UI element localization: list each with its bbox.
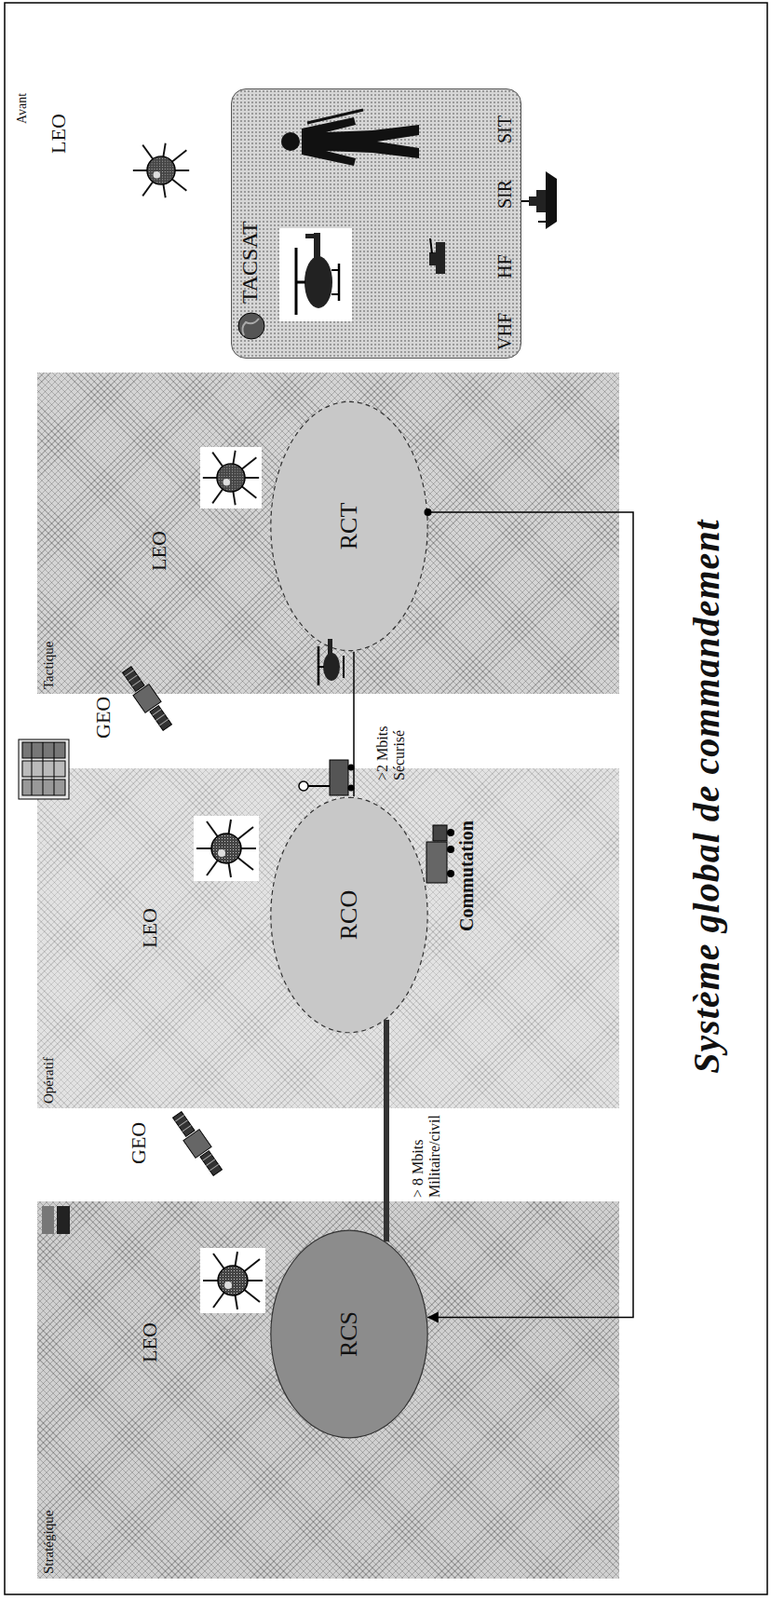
flag-icon <box>41 1205 70 1234</box>
text-slot: Opératif <box>40 1056 57 1104</box>
equipment-label: SIR <box>494 179 516 209</box>
label-slot: LEO <box>137 1322 162 1363</box>
bandwidth-label: >2 Mbits Sécurisé <box>374 703 409 781</box>
text-slot: HF <box>494 254 516 279</box>
label-slot: LEO <box>147 530 171 571</box>
connector <box>383 1019 390 1242</box>
edge-label-slot: >2 Mbits Sécurisé <box>374 703 409 781</box>
connector <box>427 512 634 1318</box>
text-slot: SIT <box>494 115 516 144</box>
helicopter-icon <box>279 228 352 322</box>
tank-icon <box>429 238 446 274</box>
text-slot: RCS <box>270 1229 429 1439</box>
label-slot: LEO <box>137 907 162 948</box>
orbit-label: LEO <box>137 1322 162 1363</box>
caption-slot: Système global de commandement <box>685 423 729 1169</box>
ellipse-shape <box>270 401 428 650</box>
label-slot: LEO <box>46 113 70 154</box>
orbit-label: LEO <box>137 907 162 948</box>
geo-satellite <box>169 1109 227 1178</box>
band-title: Tactique <box>40 641 57 690</box>
equipment-box: TACSAT VHF HF SIR SIT <box>230 88 522 359</box>
band-panel: Stratégique RCS <box>37 1201 620 1579</box>
label-slot: Avant <box>13 93 30 124</box>
label-slot: GEO <box>126 1122 150 1164</box>
text-slot: VHF <box>494 312 516 351</box>
band-title: Stratégique <box>40 1510 57 1574</box>
figure-caption: Système global de commandement <box>685 518 729 1074</box>
network-ellipse: RCO <box>270 796 429 1034</box>
soldier-icon <box>281 109 420 166</box>
leo-satellite <box>130 139 192 202</box>
leo-satellite <box>193 815 259 881</box>
band-panel: Opératif RCO <box>37 768 620 1109</box>
text-slot: Tactique <box>40 641 57 690</box>
band-title: Opératif <box>40 1056 57 1104</box>
ellipse-shape <box>270 797 428 1032</box>
text-slot: SIR <box>494 179 516 209</box>
region-label: Avant <box>14 93 30 124</box>
network-ellipse: RCT <box>270 400 429 652</box>
helicopter-icon <box>318 638 344 686</box>
equipment-label: TACSAT <box>237 220 264 304</box>
text-slot: Stratégique <box>40 1510 57 1574</box>
arrowhead <box>427 1312 439 1324</box>
label-slot: Commutation <box>456 820 478 932</box>
leo-satellite <box>200 1247 266 1313</box>
network-name: RCT <box>335 502 364 551</box>
network-ellipse: RCS <box>270 1229 429 1439</box>
antenna-vehicle-icon <box>298 759 355 796</box>
geo-satellite <box>119 663 176 733</box>
connector <box>352 651 355 797</box>
equipment-label: VHF <box>494 312 516 351</box>
text-slot: RCO <box>270 796 429 1034</box>
globe-icon <box>238 312 265 339</box>
computer-rack-icon <box>18 739 69 799</box>
orbit-label: LEO <box>46 113 70 154</box>
orbit-label: LEO <box>147 530 171 571</box>
ellipse-shape <box>270 1230 428 1438</box>
label-slot: GEO <box>91 696 115 739</box>
text-slot: RCT <box>270 400 429 652</box>
equipment-label: HF <box>494 254 516 279</box>
connector-dot <box>423 508 432 516</box>
frame-border <box>4 2 768 1595</box>
ship-icon <box>521 171 557 230</box>
equipment-label: SIT <box>494 115 516 144</box>
text-slot: TACSAT <box>237 220 264 304</box>
orbit-label: GEO <box>126 1122 150 1164</box>
network-name: RCO <box>335 890 364 940</box>
orbit-label: GEO <box>91 696 115 739</box>
edge-label-slot: > 8 Mbits Militaire/civil <box>409 1104 445 1198</box>
network-name: RCS <box>335 1311 364 1357</box>
bandwidth-label: > 8 Mbits Militaire/civil <box>409 1104 445 1198</box>
truck-icon <box>426 825 455 883</box>
region-label: Commutation <box>456 820 478 932</box>
leo-satellite <box>200 446 262 509</box>
